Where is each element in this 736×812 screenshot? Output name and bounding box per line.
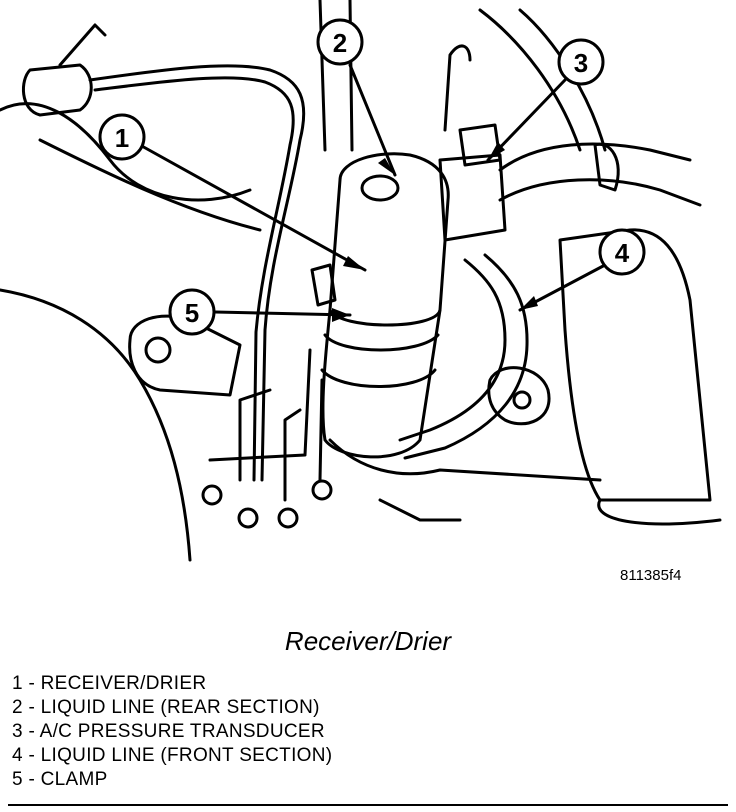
legend-item: 2 - LIQUID LINE (REAR SECTION) [12,697,320,718]
engine-bay-contour-left [0,288,192,562]
callout-5-circle [168,288,216,336]
fitting-a [201,484,223,506]
figure-caption: Receiver/Drier [284,626,452,656]
receiver-drier-canister [328,152,450,327]
lower-chassis [328,438,602,482]
bottom-divider [8,804,728,806]
upper-left-housing [0,102,252,202]
brake-line-3 [283,408,302,502]
callout-3-number: 3 [574,48,588,78]
upper-left-hose [38,138,262,232]
top-frame [478,8,582,152]
callout-2-leader [348,63,397,177]
brake-line-2 [238,388,272,482]
legend-list: 1 - RECEIVER/DRIER 2 - LIQUID LINE (REAR… [12,672,332,792]
fitting-b [237,507,259,529]
pressure-transducer [438,153,507,242]
brake-line-1 [208,348,312,462]
top-left-fitting [21,63,93,117]
callout-5-number: 5 [185,298,199,328]
fitting-c [277,507,299,529]
callout-4-number: 4 [615,238,630,268]
receiver-drier-illustration: 1 2 3 4 5 [0,0,722,562]
callout-1-circle [98,113,146,161]
legend-item: 4 - LIQUID LINE (FRONT SECTION) [12,745,333,766]
callout-4-circle [598,228,646,276]
legend-item: 3 - A/C PRESSURE TRANSDUCER [12,721,325,742]
callout-1-number: 1 [115,123,129,153]
left-bracket [128,314,242,397]
clamp-bolt [310,263,337,307]
legend-item: 1 - RECEIVER/DRIER [12,673,207,694]
callout-2-circle [316,18,364,66]
callout-5-leader [213,310,352,317]
fitting-d [311,479,333,501]
callout-1-leader [138,143,367,272]
callout-2-number: 2 [333,28,347,58]
liquid-line-rear [88,64,306,482]
right-hose-coupling [593,142,620,192]
clamp-band [323,333,440,352]
figure-code: 811385f4 [620,567,682,584]
legend-item: 5 - CLAMP [12,769,108,790]
line-nut [487,366,551,426]
callout-3-circle [557,38,605,86]
liquid-line-front [398,258,507,442]
